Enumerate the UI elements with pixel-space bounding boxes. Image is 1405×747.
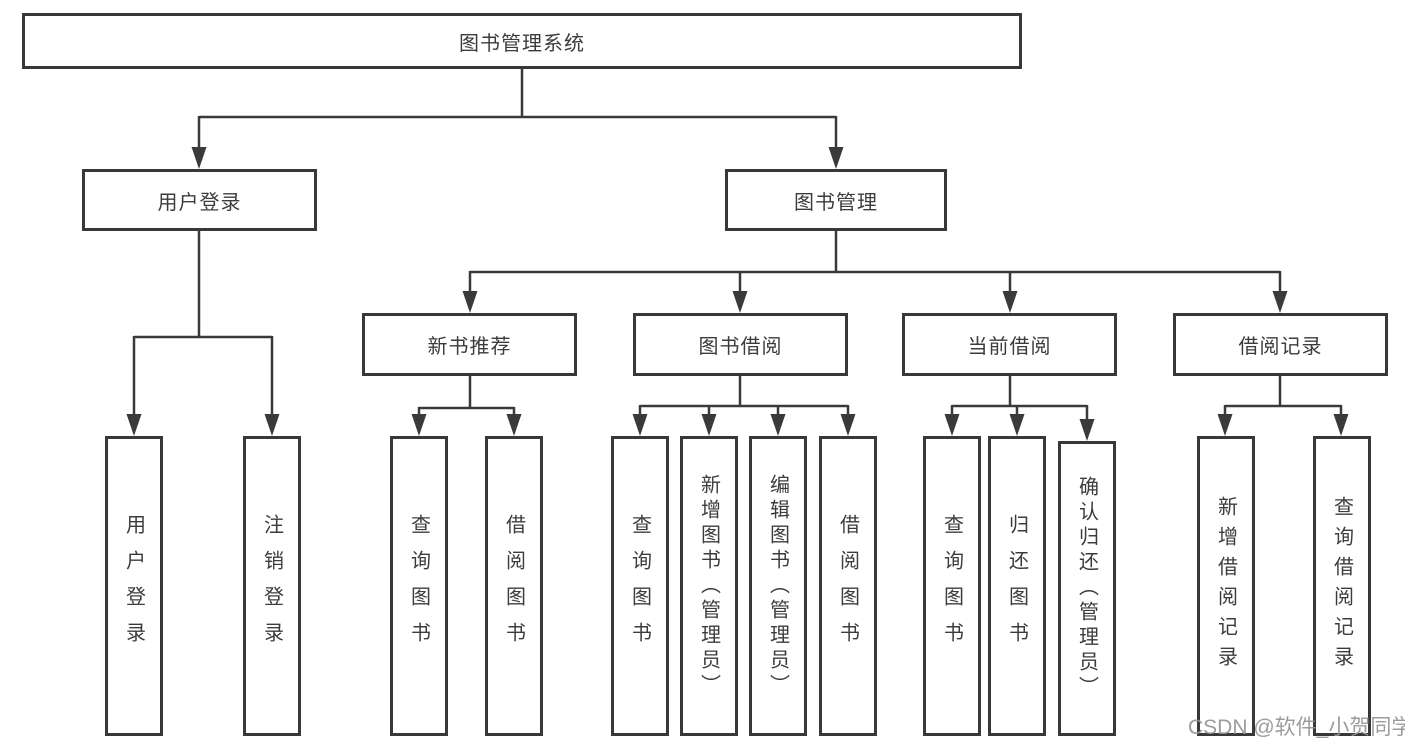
leaf-return-books: 归还图书 [988,436,1046,736]
leaf-query-books-borrowing: 查询图书 [611,436,669,736]
watermark-text: CSDN @软件_小贺同学 [1188,716,1405,739]
leaf-borrow-books: 借阅图书 [819,436,877,736]
leaf-query-borrow-record: 查询借阅记录 [1313,436,1371,736]
node-root: 图书管理系统 [22,13,1022,69]
node-current-borrowing: 当前借阅 [902,313,1117,376]
leaf-add-books-admin: 新增图书（管理员） [680,436,738,736]
node-book-management: 图书管理 [725,169,947,231]
node-user-login: 用户登录 [82,169,317,231]
leaf-user-login: 用户登录 [105,436,163,736]
node-new-book-recommend: 新书推荐 [362,313,577,376]
leaf-edit-books-admin: 编辑图书（管理员） [749,436,807,736]
leaf-query-books-recommend: 查询图书 [390,436,448,736]
leaf-query-books-current: 查询图书 [923,436,981,736]
leaf-logout: 注销登录 [243,436,301,736]
leaf-add-borrow-record: 新增借阅记录 [1197,436,1255,736]
leaf-borrow-books-recommend: 借阅图书 [485,436,543,736]
node-book-borrowing: 图书借阅 [633,313,848,376]
arrowheads [126,147,1349,441]
node-borrowing-records: 借阅记录 [1173,313,1388,376]
leaf-confirm-return-admin: 确认归还（管理员） [1058,441,1116,736]
